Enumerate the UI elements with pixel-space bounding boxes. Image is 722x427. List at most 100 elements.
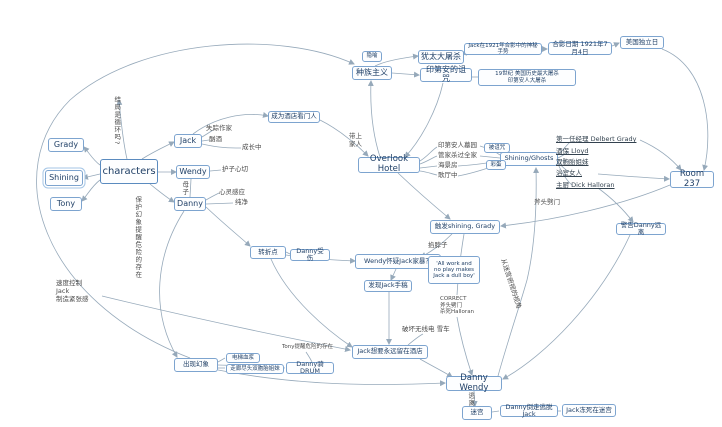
label-tony-warn: Tony提醒危险的存在 — [282, 344, 334, 350]
node-manuscript[interactable]: 发现Jack手稿 — [364, 280, 412, 292]
edge-line — [557, 161, 570, 173]
node-massacre-note[interactable]: 19世纪 美国历史最大屠杀 印第安人大屠杀 — [478, 69, 576, 86]
edge-line — [149, 183, 175, 203]
node-caretaker[interactable]: 成为酒店看门人 — [268, 111, 320, 123]
edge-line — [101, 295, 351, 352]
label-protect-son: 护子心切 — [222, 165, 248, 173]
label-mother-son: 母子 — [180, 181, 189, 196]
label-indian-burial: 印第安人墓园 — [438, 141, 477, 149]
node-characters[interactable]: characters — [100, 159, 158, 184]
edge-line — [597, 187, 634, 223]
label-chef-halloran[interactable]: 主厨 Dick Halloran — [556, 181, 615, 189]
edge-line — [419, 155, 438, 165]
edge-line — [201, 143, 242, 149]
edge-line — [189, 178, 192, 198]
node-photo-date[interactable]: 合影日期 1921年7月4日 — [548, 41, 612, 55]
node-jack[interactable]: Jack — [174, 134, 202, 148]
edge-line — [82, 173, 101, 180]
edge-line — [456, 316, 474, 376]
node-grady[interactable]: Grady — [48, 138, 84, 152]
edge-line — [83, 146, 101, 166]
node-wendy-suspect[interactable]: Wendy怀疑Jack家暴？ — [355, 254, 441, 269]
node-indian-curse[interactable]: 印第安的诅咒 — [420, 65, 472, 83]
node-corridor-twins[interactable]: 走廊尽头双胞胎姐妹 — [226, 364, 284, 374]
label-butler-murder: 管家杀过全家 — [438, 151, 477, 159]
node-room237[interactable]: Room 237 — [670, 169, 714, 188]
node-independence[interactable]: 美国独立日 — [620, 36, 664, 49]
edge-line — [374, 53, 419, 67]
node-overlook[interactable]: Overlook Hotel — [358, 155, 420, 174]
node-cursed-tag[interactable]: 被诅咒 — [484, 143, 510, 153]
edge-line — [201, 139, 210, 142]
label-ending-loop: 结局是循环吗? — [112, 96, 121, 146]
edge-line — [270, 258, 353, 348]
edge-line — [479, 155, 501, 159]
edge-line — [36, 43, 355, 359]
edge-line — [407, 333, 424, 346]
label-bartender[interactable]: 酒保 Lloyd — [556, 147, 589, 155]
edge-line — [497, 167, 540, 377]
node-jack-frozen[interactable]: Jack冻死在迷宫 — [562, 404, 616, 417]
edge-line — [502, 234, 631, 380]
edge-line — [159, 210, 185, 358]
edge-line — [205, 192, 220, 201]
label-protect-warn: 保护幻象提醒危险的存在 — [133, 196, 142, 279]
edge-line — [201, 129, 214, 138]
edge-line — [81, 179, 101, 202]
edge-line — [557, 141, 571, 156]
node-trigger[interactable]: 触发shining, Grady — [430, 220, 500, 234]
node-holocaust[interactable]: 犹太大屠杀 — [418, 50, 464, 64]
edge-line — [500, 184, 671, 229]
edge-line — [390, 268, 397, 281]
node-shining[interactable]: Shining — [45, 170, 83, 186]
node-danny-wendy[interactable]: Danny Wendy — [446, 373, 502, 392]
node-tony[interactable]: Tony — [50, 197, 82, 211]
edge-line — [419, 146, 438, 162]
node-turning-point[interactable]: 转折点 — [250, 246, 286, 259]
node-racism[interactable]: 种族主义 — [352, 66, 392, 80]
edge-line — [397, 172, 451, 220]
label-first-manager[interactable]: 第一任经理 Delbert Grady — [556, 135, 637, 143]
label-correct-axe: CORRECT 斧头劈门 杀死Halloran — [440, 296, 475, 316]
node-danny-hurt[interactable]: Danny受伤 — [290, 247, 330, 262]
node-wendy[interactable]: Wendy — [176, 165, 210, 179]
edge-line — [661, 48, 709, 171]
edge-line — [419, 165, 438, 169]
label-bathroom-woman[interactable]: 浴室女人 — [556, 169, 582, 177]
node-warn-danny[interactable]: 警告Danny远离 — [616, 221, 666, 236]
node-jack-stay[interactable]: Jack想要永远留在酒店 — [352, 345, 428, 359]
edge-line — [557, 151, 570, 159]
edge-line — [205, 202, 234, 205]
label-telepathy: 心灵感应 — [219, 188, 245, 196]
node-danny-drum[interactable]: Danny骑DRUM — [286, 360, 334, 375]
node-allwork[interactable]: 'All work and no play makes Jack a dull … — [428, 256, 480, 284]
edge-line — [285, 251, 291, 255]
node-elevator-blood[interactable]: 电梯血浆 — [226, 353, 260, 363]
node-danny-escape[interactable]: Danny倒走逃脱Jack — [500, 403, 558, 418]
node-egg-tag[interactable]: 彩蛋 — [486, 160, 506, 170]
node-hallucination[interactable]: 出现幻象 — [174, 358, 218, 372]
edge-line — [217, 357, 226, 363]
edge-line — [611, 42, 620, 48]
edge-line — [217, 369, 446, 387]
edge-line — [205, 206, 251, 247]
label-bring-family: 带上 家人 — [349, 132, 362, 148]
label-escape: 逃离 — [466, 392, 475, 407]
label-axe-door: 斧头劈门 — [534, 198, 560, 206]
edge-line — [491, 410, 500, 413]
node-maze[interactable]: 迷宫 — [462, 406, 492, 420]
edge-line — [116, 99, 128, 160]
node-metaphor[interactable]: 隐喻 — [362, 51, 382, 62]
node-danny[interactable]: Danny — [174, 197, 206, 211]
label-pace-control: 速度控制 Jack 制造紧张感 — [56, 279, 89, 303]
node-photo-gesture[interactable]: Jack在1921年合影中的神秘手势 — [464, 43, 542, 55]
edge-line — [557, 163, 573, 186]
edge-line — [404, 82, 444, 158]
edge-line — [305, 351, 313, 363]
node-ghosts[interactable]: Shining/Ghosts — [500, 152, 558, 166]
label-twins[interactable]: 双胞胎姐妹 — [556, 158, 589, 166]
edge-line — [391, 71, 420, 78]
edge-line — [557, 159, 570, 163]
